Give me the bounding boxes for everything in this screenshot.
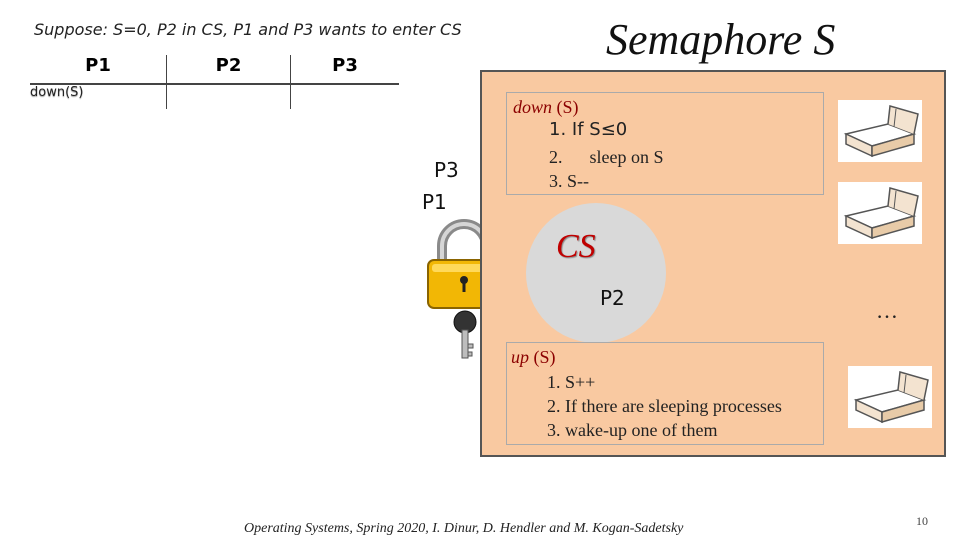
- down-step-2: 2. sleep on S: [549, 147, 664, 168]
- column-header-p1: P1: [30, 55, 167, 84]
- column-header-p2: P2: [167, 55, 291, 84]
- page-number: 10: [916, 514, 928, 529]
- problem-statement: Suppose: S=0, P2 in CS, P1 and P3 wants …: [34, 20, 462, 39]
- waiting-process-p3: P3: [434, 158, 459, 182]
- slide-title: Semaphore S: [606, 14, 835, 65]
- up-step-3: 3. wake-up one of them: [547, 420, 717, 441]
- footer-credit: Operating Systems, Spring 2020, I. Dinur…: [244, 521, 683, 537]
- up-operation-title: up (S): [511, 347, 556, 368]
- down-operation-title: down (S): [513, 97, 579, 118]
- up-operation-box: up (S) 1. S++ 2. If there are sleeping p…: [506, 342, 824, 445]
- down-step-1: 1. If S≤0: [549, 119, 627, 140]
- waiting-process-p1: P1: [422, 190, 447, 214]
- table-cell-p2-action: [167, 84, 291, 109]
- up-step-1: 1. S++: [547, 372, 595, 393]
- bed-icon: [848, 366, 932, 428]
- process-in-cs: P2: [600, 286, 625, 310]
- table-cell-p3-action: [291, 84, 400, 109]
- table-cell-p1-action: down(S): [30, 84, 167, 109]
- bed-icon: [838, 100, 922, 162]
- critical-section-circle: [526, 203, 666, 343]
- down-operation-box: down (S) 1. If S≤0 2. sleep on S 3. S--: [506, 92, 824, 195]
- critical-section-label: CS: [556, 228, 596, 266]
- bed-icon: [838, 182, 922, 244]
- more-beds-ellipsis: …: [876, 298, 898, 324]
- up-step-2: 2. If there are sleeping processes: [547, 396, 782, 417]
- down-step-3: 3. S--: [549, 171, 589, 192]
- process-table: P1 P2 P3 down(S): [30, 55, 399, 109]
- key-icon: [450, 310, 480, 362]
- column-header-p3: P3: [291, 55, 400, 84]
